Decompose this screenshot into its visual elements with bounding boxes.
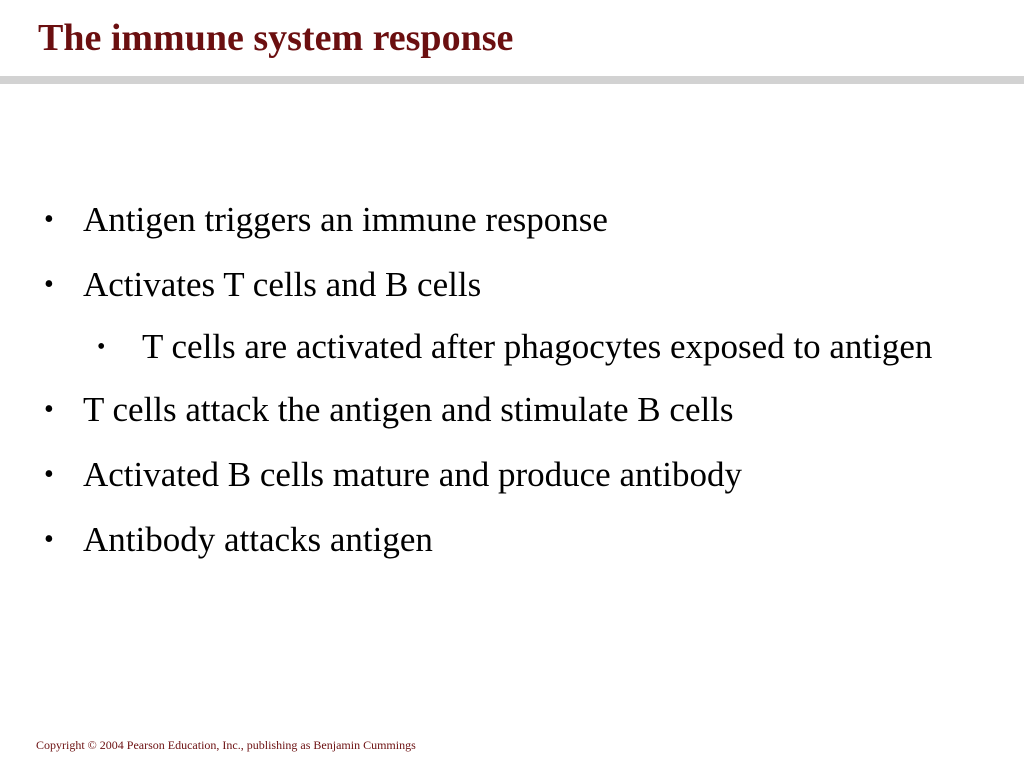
bullet-icon: • [44,459,54,490]
bullet-icon: • [44,524,54,555]
bullet-text: Antigen triggers an immune response [83,200,608,239]
sub-bullet-text: T cells are activated after phagocytes e… [142,327,933,366]
bullet-icon: • [44,394,54,425]
bullet-text: Activated B cells mature and produce ant… [83,455,742,494]
bullet-icon: • [44,269,54,300]
sub-bullet-list: • T cells are activated after phagocytes… [83,326,984,368]
bullet-list: • Antigen triggers an immune response • … [44,198,984,583]
sub-bullet-icon: • [97,334,106,360]
sub-bullet-item: • T cells are activated after phagocytes… [97,326,962,368]
bullet-text: Antibody attacks antigen [83,520,433,559]
bullet-text: Activates T cells and B cells [83,265,482,304]
bullet-item: • Antigen triggers an immune response [44,198,984,242]
copyright-footer: Copyright © 2004 Pearson Education, Inc.… [36,738,416,752]
slide-title: The immune system response [38,17,514,59]
bullet-item: • Antibody attacks antigen [44,518,984,562]
bullet-item: • Activated B cells mature and produce a… [44,453,984,497]
bullet-item: • Activates T cells and B cells • T cell… [44,263,984,368]
title-divider [0,76,1024,84]
bullet-icon: • [44,204,54,235]
bullet-text: T cells attack the antigen and stimulate… [83,390,734,429]
bullet-item: • T cells attack the antigen and stimula… [44,388,984,432]
